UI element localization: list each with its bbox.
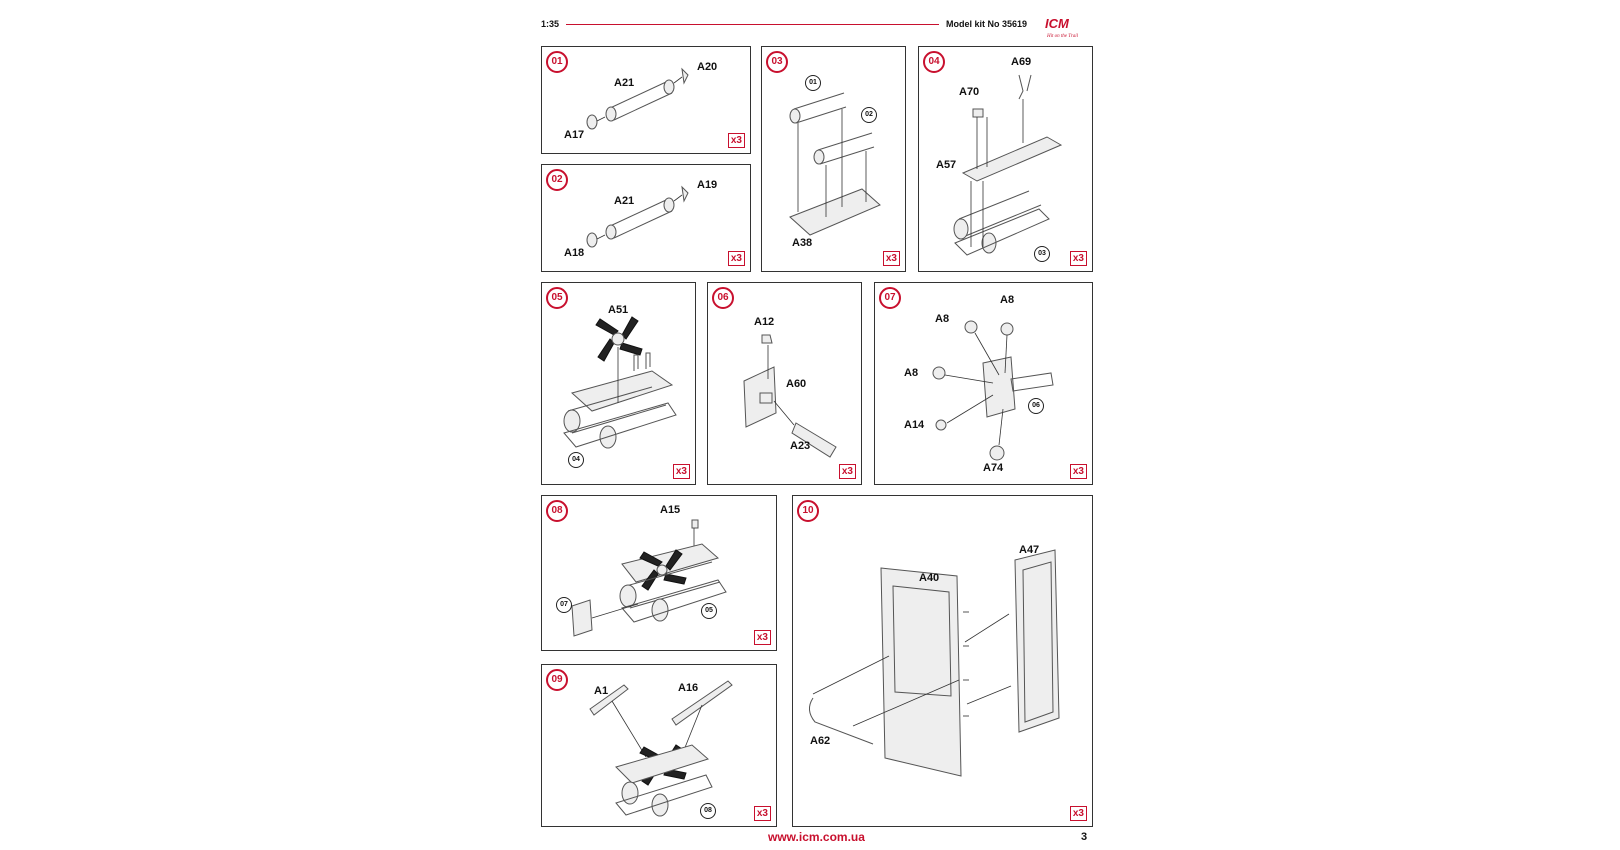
quantity-badge: x3 (882, 251, 900, 266)
website-link[interactable]: www.icm.com.ua (768, 830, 865, 844)
step-04-illustration (953, 74, 1063, 256)
quantity-badge: x3 (1069, 806, 1087, 821)
step-03-illustration (789, 92, 881, 236)
step-reference-badge: 03 (1034, 246, 1050, 262)
part-label: A40 (919, 572, 940, 584)
part-label: A19 (697, 179, 718, 191)
step-reference-badge: 06 (1028, 398, 1044, 414)
step-08-illustration (571, 519, 727, 637)
step-01-panel: 01 A21 A20 A17 x3 (541, 46, 751, 154)
part-label: A47 (1019, 544, 1040, 556)
scale-label: 1:35 (541, 19, 560, 29)
step-07-illustration (932, 320, 1054, 461)
part-label: A60 (786, 378, 807, 390)
step-07-panel: 07 A8 A8 A8 A14 A74 06 x3 (874, 282, 1093, 485)
quantity-badge: x3 (1069, 251, 1087, 266)
part-label: A38 (792, 237, 813, 249)
part-label: A8 (904, 367, 919, 379)
step-number: 07 (879, 287, 901, 309)
quantity-badge: x3 (838, 464, 856, 479)
step-reference-badge: 07 (556, 597, 572, 613)
logo-tagline: Hit on the Trail (1046, 34, 1079, 39)
part-label: A23 (790, 440, 811, 452)
part-label: A1 (594, 685, 609, 697)
logo-text: ICM (1045, 16, 1070, 31)
step-02-illustration (586, 185, 689, 248)
part-label: A21 (614, 195, 635, 207)
part-label: A20 (697, 61, 718, 73)
step-09-illustration (589, 680, 733, 817)
step-04-panel: 04 A69 A70 A57 03 x3 (918, 46, 1093, 272)
step-02-panel: 02 A21 A19 A18 x3 (541, 164, 751, 272)
step-05-panel: 05 A51 04 x3 (541, 282, 696, 485)
step-06-panel: 06 A12 A60 A23 x3 (707, 282, 862, 485)
step-number: 05 (546, 287, 568, 309)
step-number: 04 (923, 51, 945, 73)
part-label: A70 (959, 86, 980, 98)
step-number: 09 (546, 669, 568, 691)
step-number: 03 (766, 51, 788, 73)
step-03-panel: 03 01 02 A38 x3 (761, 46, 906, 272)
step-10-illustration (809, 549, 1060, 777)
step-reference-badge: 04 (568, 452, 584, 468)
part-label: A17 (564, 129, 585, 141)
step-reference-badge: 02 (861, 107, 877, 123)
part-label: A62 (810, 735, 831, 747)
part-label: A57 (936, 159, 957, 171)
step-number: 10 (797, 500, 819, 522)
part-label: A8 (1000, 294, 1015, 306)
part-label: A8 (935, 313, 950, 325)
step-reference-badge: 01 (805, 75, 821, 91)
icm-logo: ICM Hit on the Trail (1043, 14, 1085, 40)
step-05-illustration (563, 316, 677, 449)
part-label: A51 (608, 304, 629, 316)
part-label: A15 (660, 504, 681, 516)
step-number: 02 (546, 169, 568, 191)
quantity-badge: x3 (753, 806, 771, 821)
kit-number-label: Model kit No 35619 (946, 19, 1028, 29)
page-number: 3 (1081, 831, 1088, 843)
step-number: 08 (546, 500, 568, 522)
step-01-illustration (586, 67, 689, 130)
part-label: A69 (1011, 56, 1032, 68)
step-reference-badge: 08 (700, 803, 716, 819)
step-09-panel: 09 A1 A16 08 x3 (541, 664, 777, 827)
step-08-panel: 08 A15 07 05 x3 (541, 495, 777, 651)
part-label: A21 (614, 77, 635, 89)
header-rule (566, 24, 939, 25)
quantity-badge: x3 (753, 630, 771, 645)
step-reference-badge: 05 (701, 603, 717, 619)
part-label: A16 (678, 682, 699, 694)
quantity-badge: x3 (727, 251, 745, 266)
quantity-badge: x3 (672, 464, 690, 479)
step-06-illustration (743, 334, 837, 458)
step-10-panel: 10 A40 A47 A62 x3 (792, 495, 1093, 827)
part-label: A18 (564, 247, 585, 259)
part-label: A14 (904, 419, 925, 431)
step-number: 06 (712, 287, 734, 309)
quantity-badge: x3 (1069, 464, 1087, 479)
part-label: A12 (754, 316, 775, 328)
part-label: A74 (983, 462, 1004, 474)
quantity-badge: x3 (727, 133, 745, 148)
step-number: 01 (546, 51, 568, 73)
